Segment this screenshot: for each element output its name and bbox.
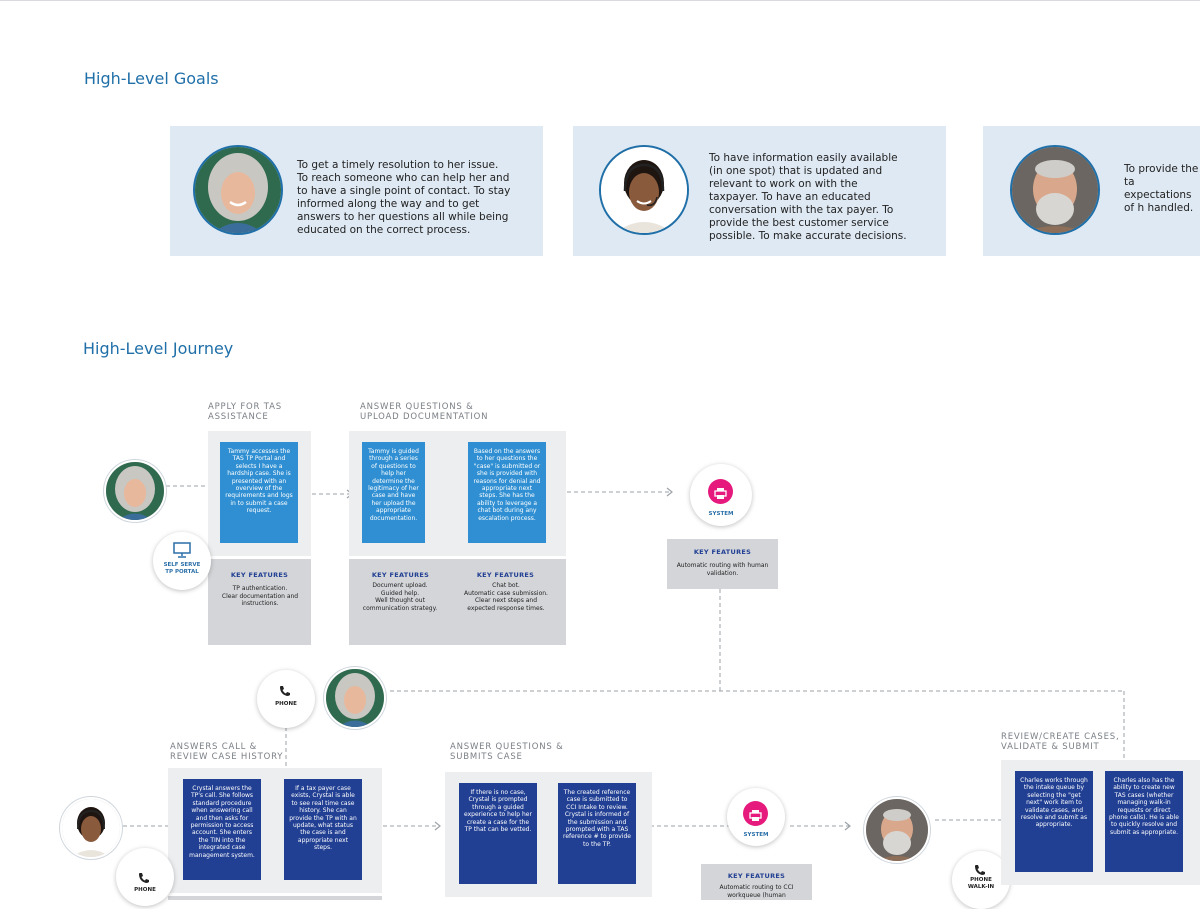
phone-label-top: PHONE	[275, 701, 297, 707]
stage5-step-box-2: Charles also has the ability to create n…	[1105, 771, 1183, 872]
stage4-step-box-1: If there is no case, Crystal is prompted…	[459, 783, 537, 884]
system2-key-features	[701, 864, 812, 900]
stage-label-answers-call: ANSWERS CALL & REVIEW CASE HISTORY	[170, 742, 284, 762]
phone-label-bottom: PHONE	[134, 887, 156, 893]
stage1-step-box: Tammy accesses the TAS TP Portal and sel…	[220, 442, 298, 543]
phone-walkin-label: PHONE WALK-IN	[967, 877, 995, 890]
system-label-2: SYSTEM	[743, 832, 769, 838]
avatar-tammy-phone	[324, 667, 386, 729]
stage2-kf2-title: KEY FEATURES	[476, 571, 535, 579]
phone-icon	[279, 682, 291, 701]
stage5-step-box-1: Charles works through the intake queue b…	[1015, 771, 1093, 872]
avatar-charles	[1010, 145, 1100, 235]
stage3-step-box-1: Crystal answers the TP's call. She follo…	[183, 779, 261, 880]
stage4-step-box-2: The created reference case is submitted …	[558, 783, 636, 884]
journey-title: High-Level Journey	[83, 339, 234, 358]
printer-icon	[714, 485, 727, 504]
system1-kf-title: KEY FEATURES	[693, 548, 752, 556]
phone-walkin-badge	[952, 851, 1010, 909]
stage-label-submits-case: ANSWER QUESTIONS & SUBMITS CASE	[450, 742, 564, 762]
stage2-kf2-text: Chat bot. Automatic case submission. Cle…	[464, 582, 548, 612]
goal-text-crystal: To have information easily available (in…	[709, 152, 907, 242]
stage1-kf-title: KEY FEATURES	[230, 571, 289, 579]
avatar-charles-journey	[864, 797, 930, 863]
goal-text-charles: To provide the ta expectations of h hand…	[1124, 163, 1199, 214]
monitor-icon	[173, 542, 191, 562]
stage1-key-features	[208, 559, 311, 645]
self-serve-portal-label: SELF SERVE TP PORTAL	[163, 562, 201, 575]
avatar-tammy	[193, 145, 283, 235]
stage2-step-box-1: Tammy is guided through a series of ques…	[362, 442, 425, 543]
phone-icon	[138, 869, 150, 888]
stage1-kf-text: TP authentication. Clear documentation a…	[221, 585, 299, 608]
phone-badge-top	[257, 670, 315, 728]
stage3-step-box-2: If a tax payer case exists, Crystal is a…	[284, 779, 362, 880]
phone-badge-bottom	[116, 848, 174, 906]
top-divider	[0, 0, 1200, 1]
system-label-1: SYSTEM	[708, 511, 734, 517]
stage3-key-features	[168, 896, 382, 900]
avatar-crystal-journey	[60, 797, 122, 859]
stage2-kf1-title: KEY FEATURES	[371, 571, 430, 579]
printer-icon	[749, 807, 762, 826]
system1-key-features	[667, 539, 778, 589]
phone-icon	[974, 861, 986, 880]
avatar-tammy-journey	[104, 460, 166, 522]
system2-kf-title: KEY FEATURES	[727, 872, 786, 880]
system1-kf-text: Automatic routing with human validation.	[676, 562, 769, 577]
self-serve-portal-badge	[153, 532, 211, 590]
stage-label-review-create: REVIEW/CREATE CASES, VALIDATE & SUBMIT	[1001, 732, 1120, 752]
goals-title: High-Level Goals	[84, 69, 219, 88]
stage2-key-features	[349, 559, 566, 645]
goal-text-tammy: To get a timely resolution to her issue.…	[297, 159, 511, 236]
stage2-step-box-2: Based on the answers to her questions th…	[468, 442, 546, 543]
stage-label-apply: APPLY FOR TAS ASSISTANCE	[208, 402, 282, 422]
stage2-kf1-text: Document upload. Guided help. Well thoug…	[362, 582, 438, 612]
stage-label-answer-upload: ANSWER QUESTIONS & UPLOAD DOCUMENTATION	[360, 402, 489, 422]
system2-kf-text: Automatic routing to CCI workqueue (huma…	[719, 884, 794, 899]
avatar-crystal	[599, 145, 689, 235]
